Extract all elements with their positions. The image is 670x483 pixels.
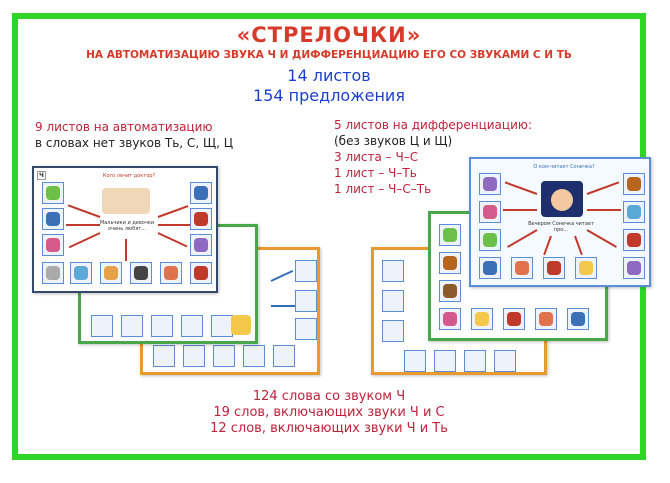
picture-cell	[439, 252, 461, 274]
arrow	[271, 305, 295, 307]
center-picture-face	[551, 189, 573, 211]
arrow	[543, 235, 552, 256]
automation-line2: в словах нет звуков Ть, С, Щ, Ц	[35, 136, 234, 150]
sheet-center-text: Мальчики и девочки очень любят...	[99, 220, 155, 232]
sheet-sound-tag: Ч	[37, 171, 46, 180]
picture-cell	[479, 173, 501, 195]
picture	[231, 315, 251, 335]
sentences-count: 154 предложения	[253, 86, 405, 105]
picture-cell	[130, 262, 152, 284]
picture-cell	[273, 345, 295, 367]
arrow	[503, 209, 537, 211]
picture-cell	[382, 290, 404, 312]
picture-cell	[404, 350, 426, 372]
picture-cell	[190, 182, 212, 204]
picture-cell	[100, 262, 122, 284]
picture-cell	[623, 201, 645, 223]
poster-title: «СТРЕЛОЧКИ»	[236, 23, 422, 47]
arrow	[586, 181, 620, 195]
picture-cell	[439, 280, 461, 302]
arrow	[158, 224, 190, 226]
diff-line2: (без звуков Ц и Щ)	[334, 134, 453, 148]
stats-line1: 124 слова со звуком Ч	[252, 389, 406, 404]
arrow	[270, 269, 294, 282]
picture-cell	[190, 234, 212, 256]
automation-info: 9 листов на автоматизацию в словах нет з…	[35, 119, 233, 151]
arrow	[574, 235, 583, 256]
diff-line3: 3 листа – Ч–С	[334, 150, 419, 164]
sheets-count: 14 листов	[287, 66, 371, 85]
poster-frame: «СТРЕЛОЧКИ» НА АВТОМАТИЗАЦИЮ ЗВУКА Ч И Д…	[12, 13, 651, 460]
arrow	[587, 209, 621, 211]
picture-cell	[121, 315, 143, 337]
diff-line1: 5 листов на дифференциацию:	[334, 118, 533, 132]
picture-cell	[42, 208, 64, 230]
arrow	[504, 181, 538, 195]
word-stats: 124 слова со звуком Ч 19 слов, включающи…	[18, 389, 640, 437]
diff-line4: 1 лист – Ч–Ть	[334, 166, 417, 180]
picture-cell	[91, 315, 113, 337]
picture-cell	[464, 350, 486, 372]
arrow	[157, 232, 188, 248]
picture-cell	[295, 318, 317, 340]
picture-cell	[543, 257, 565, 279]
picture-cell	[382, 260, 404, 282]
picture-cell	[567, 308, 589, 330]
picture-cell	[213, 345, 235, 367]
diff-line5: 1 лист – Ч–С–Ть	[334, 182, 432, 196]
picture-cell	[190, 262, 212, 284]
sheet-question: Кого лечит доктор?	[102, 173, 156, 179]
poster-subtitle: НА АВТОМАТИЗАЦИЮ ЗВУКА Ч И ДИФФЕРЕНЦИАЦИ…	[86, 49, 572, 61]
picture-cell	[434, 350, 456, 372]
picture-cell	[181, 315, 203, 337]
picture-cell	[211, 315, 233, 337]
automation-line1: 9 листов на автоматизацию	[35, 120, 213, 134]
picture-cell	[471, 308, 493, 330]
picture-cell	[623, 173, 645, 195]
picture-cell	[151, 315, 173, 337]
picture-cell	[575, 257, 597, 279]
picture-cell	[623, 229, 645, 251]
stats-line2: 19 слов, включающих звуки Ч и С	[213, 405, 445, 420]
picture-cell	[382, 320, 404, 342]
sheet-center-text: Вечером Сонечка читает про...	[528, 221, 594, 233]
arrow	[125, 239, 127, 261]
picture-cell	[479, 229, 501, 251]
picture-cell	[295, 260, 317, 282]
picture-cell	[535, 308, 557, 330]
sheet-left-front: Ч Кого лечит доктор? Мальчики и девочки …	[32, 166, 218, 293]
picture-cell	[503, 308, 525, 330]
picture-cell	[243, 345, 265, 367]
picture-cell	[439, 308, 461, 330]
picture-cell	[42, 182, 64, 204]
picture-cell	[42, 262, 64, 284]
differentiation-info: 5 листов на дифференциацию: (без звуков …	[334, 117, 532, 197]
picture-cell	[439, 224, 461, 246]
arrow	[66, 224, 100, 226]
picture-cell	[183, 345, 205, 367]
picture-cell	[190, 208, 212, 230]
arrow	[67, 204, 101, 218]
sheet-question: О ком читает Сонечка?	[533, 164, 595, 170]
picture-cell	[479, 201, 501, 223]
arrow	[157, 205, 189, 218]
picture-cell	[42, 234, 64, 256]
center-picture	[102, 188, 150, 214]
picture-cell	[494, 350, 516, 372]
picture-cell	[153, 345, 175, 367]
stats-line3: 12 слов, включающих звуки Ч и Ть	[210, 421, 448, 436]
picture-cell	[70, 262, 92, 284]
picture-cell	[295, 290, 317, 312]
picture-cell	[623, 257, 645, 279]
sheet-right-front: О ком читает Сонечка? Вечером Сонечка чи…	[469, 157, 651, 287]
arrow	[586, 229, 617, 248]
picture-cell	[479, 257, 501, 279]
picture-cell	[160, 262, 182, 284]
picture-cell	[511, 257, 533, 279]
arrow	[68, 232, 101, 249]
